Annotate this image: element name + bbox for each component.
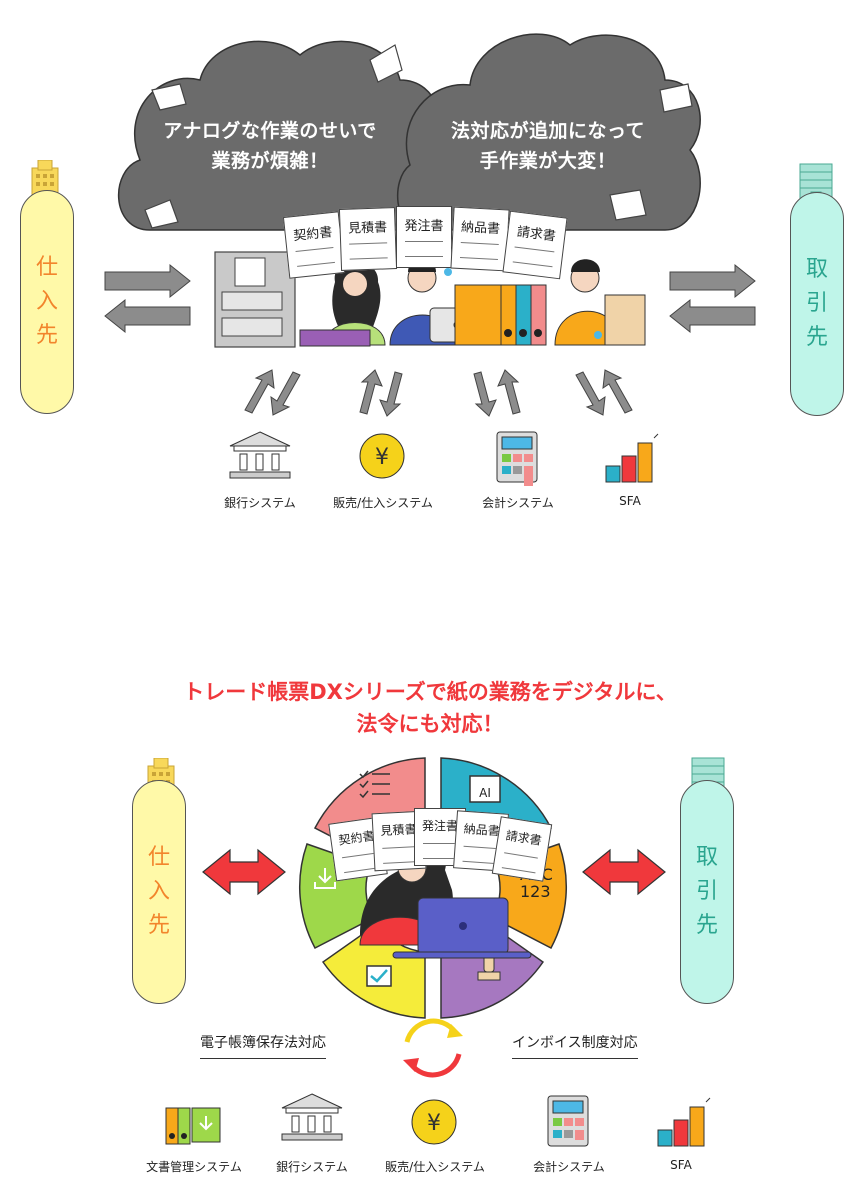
- arrow-left-icon: [669, 298, 756, 334]
- cloud-right-text: 法対応が追加になって 手作業が大変！: [418, 116, 678, 176]
- top-illustration: ¥: [104, 33, 756, 486]
- pill-char: 引: [805, 291, 828, 316]
- system-label-accounting: 会計システム: [482, 496, 554, 510]
- bottom-illustration: ¥: [165, 757, 711, 1147]
- supplier-pill: 仕 入 先: [20, 190, 74, 414]
- svg-text:¥: ¥: [375, 445, 389, 470]
- pill-char: 先: [147, 913, 170, 938]
- office-scene: [214, 251, 646, 348]
- customer-pill: 取 引 先: [790, 192, 844, 416]
- document-contract: 契約書: [282, 211, 346, 279]
- yen-coin-icon: ¥: [359, 433, 405, 479]
- system-label-sfa: SFA: [619, 494, 641, 508]
- refresh-cycle-icon: [403, 1018, 463, 1078]
- system-label-sales: 販売/仕入システム: [333, 496, 433, 510]
- document-order: 発注書: [396, 206, 452, 268]
- headline-line: トレード帳票DXシリーズで紙の業務をデジタルに、: [183, 680, 677, 704]
- pill-char: 先: [35, 323, 58, 348]
- bidirectional-arrow-icon: [582, 848, 666, 896]
- bank-icon: [281, 1093, 343, 1141]
- yen-coin-icon: ¥: [411, 1099, 457, 1145]
- ai-label: AI: [479, 786, 491, 800]
- arrow-left-icon: [104, 298, 191, 334]
- cloud-text-line: 手作業が大変！: [479, 150, 617, 172]
- cloud-text-line: アナログな作業のせいで: [163, 120, 377, 142]
- calculator-icon: [496, 431, 538, 486]
- pill-char: 先: [805, 325, 828, 350]
- cloud-left-text: アナログな作業のせいで 業務が煩雑！: [140, 116, 400, 176]
- system-label-accounting: 会計システム: [533, 1160, 605, 1174]
- paper-icon: [144, 199, 179, 229]
- headline-line: 法令にも対応！: [356, 712, 504, 736]
- ocr-line: 123: [520, 882, 551, 901]
- arrow-up-down-icon: [473, 369, 521, 417]
- binder-folder-icon: [165, 1107, 221, 1145]
- bar-chart-icon: [657, 1097, 711, 1147]
- system-label-bank: 銀行システム: [276, 1160, 348, 1174]
- document-invoice: 請求書: [502, 210, 568, 280]
- document-invoice: 請求書: [491, 816, 553, 882]
- checklist-icon: [359, 770, 390, 799]
- paper-icon: [369, 44, 403, 83]
- pill-char: 引: [695, 879, 718, 904]
- calculator-icon: [547, 1095, 589, 1147]
- svg-text:¥: ¥: [427, 1111, 441, 1136]
- arrow-right-icon: [104, 263, 191, 299]
- pill-char: 入: [147, 879, 170, 904]
- pill-char: 取: [695, 845, 718, 870]
- document-quote: 見積書: [338, 207, 398, 271]
- cloud-right: [397, 33, 701, 231]
- cloud-text-line: 業務が煩雑！: [211, 150, 329, 172]
- pill-char: 先: [695, 913, 718, 938]
- system-label-bank: 銀行システム: [224, 496, 296, 510]
- checkbox-icon: [366, 965, 392, 987]
- arrow-right-icon: [669, 263, 756, 299]
- ai-chip-icon: [469, 775, 501, 803]
- headline: トレード帳票DXシリーズで紙の業務をデジタルに、 法令にも対応！: [0, 676, 860, 740]
- arrow-up-down-icon: [359, 369, 403, 417]
- pill-char: 仕: [147, 845, 170, 870]
- arrow-up-down-icon: [244, 369, 301, 416]
- pill-char: 仕: [35, 255, 58, 280]
- pill-char: 入: [35, 289, 58, 314]
- supplier-pill: 仕 入 先: [132, 780, 186, 1004]
- paper-icon: [151, 83, 187, 111]
- paper-icon: [609, 189, 647, 221]
- customer-pill: 取 引 先: [680, 780, 734, 1004]
- arrow-up-down-icon: [575, 369, 633, 416]
- pill-char: 取: [805, 257, 828, 282]
- system-label-sfa: SFA: [670, 1158, 692, 1172]
- cloud-text-line: 法対応が追加になって: [450, 120, 646, 142]
- paper-icon: [659, 83, 693, 113]
- document-delivery: 納品書: [450, 206, 510, 272]
- system-label-document-management: 文書管理システム: [146, 1160, 242, 1174]
- download-icon: [314, 868, 336, 889]
- compliance-ebook-preservation: 電子帳簿保存法対応: [200, 1032, 326, 1059]
- bar-chart-icon: [605, 433, 659, 483]
- compliance-invoice-system: インボイス制度対応: [512, 1032, 638, 1059]
- bank-icon: [229, 431, 291, 479]
- bidirectional-arrow-icon: [202, 848, 286, 896]
- system-label-sales: 販売/仕入システム: [385, 1160, 485, 1174]
